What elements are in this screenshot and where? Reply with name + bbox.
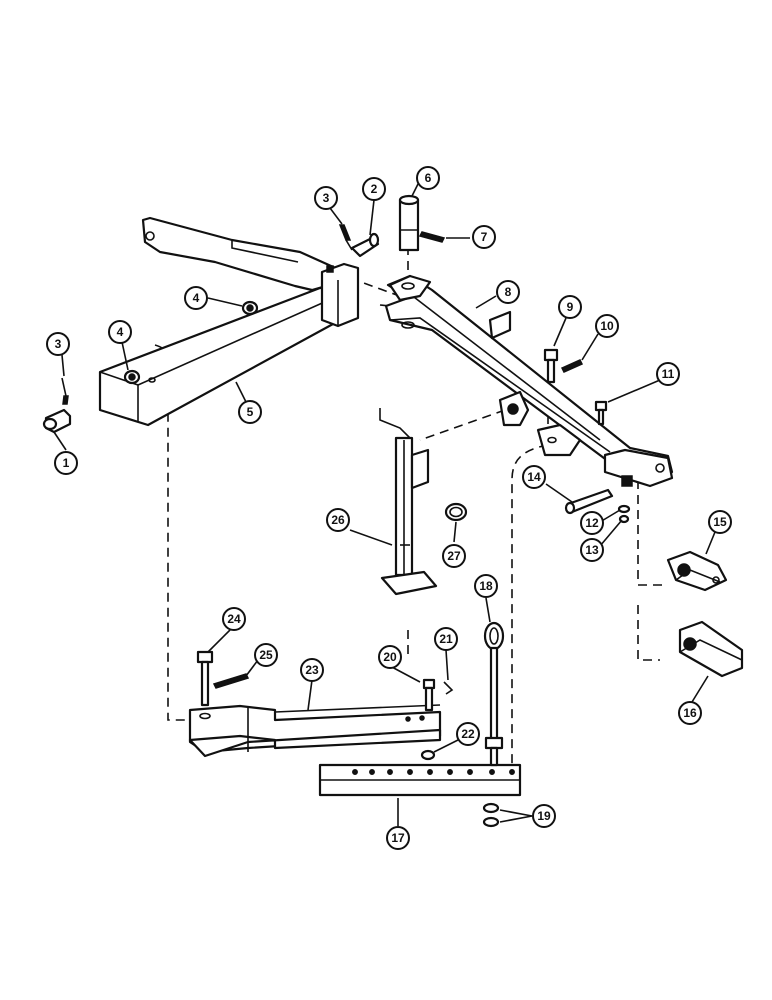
svg-text:7: 7 bbox=[481, 230, 488, 244]
svg-text:22: 22 bbox=[461, 727, 475, 741]
callout-4-left: 4 bbox=[108, 320, 132, 344]
svg-text:12: 12 bbox=[585, 516, 599, 530]
svg-text:18: 18 bbox=[479, 579, 493, 593]
svg-text:17: 17 bbox=[391, 831, 405, 845]
part-15-clevis-block bbox=[666, 550, 728, 592]
callout-2: 2 bbox=[362, 177, 386, 201]
svg-text:25: 25 bbox=[259, 648, 273, 662]
svg-text:11: 11 bbox=[662, 367, 675, 381]
svg-text:5: 5 bbox=[247, 405, 254, 419]
callout-4-mid: 4 bbox=[184, 286, 208, 310]
part-26-jack-stand bbox=[379, 408, 438, 596]
svg-text:14: 14 bbox=[527, 470, 541, 484]
svg-text:4: 4 bbox=[117, 325, 124, 339]
svg-text:21: 21 bbox=[439, 632, 453, 646]
callout-12: 12 bbox=[580, 511, 604, 535]
part-23-lower-drawbar bbox=[188, 704, 442, 758]
callout-9: 9 bbox=[558, 295, 582, 319]
svg-text:23: 23 bbox=[305, 663, 319, 677]
callout-1: 1 bbox=[54, 451, 78, 475]
callout-17: 17 bbox=[386, 826, 410, 850]
svg-text:27: 27 bbox=[447, 549, 461, 563]
part-16-clevis-block bbox=[678, 620, 744, 678]
svg-text:2: 2 bbox=[371, 182, 378, 196]
svg-text:20: 20 bbox=[383, 650, 397, 664]
callout-20: 20 bbox=[378, 645, 402, 669]
part-17-bottom-plate bbox=[318, 763, 522, 797]
callout-25: 25 bbox=[254, 643, 278, 667]
callout-23: 23 bbox=[300, 658, 324, 682]
callout-26: 26 bbox=[326, 508, 350, 532]
callout-24: 24 bbox=[222, 607, 246, 631]
svg-text:19: 19 bbox=[537, 809, 551, 823]
svg-text:15: 15 bbox=[713, 515, 727, 529]
svg-text:8: 8 bbox=[505, 285, 512, 299]
callout-21: 21 bbox=[434, 627, 458, 651]
callout-18: 18 bbox=[474, 574, 498, 598]
callout-11: 11 bbox=[656, 362, 680, 386]
callout-10: 10 bbox=[595, 314, 619, 338]
svg-text:24: 24 bbox=[227, 612, 241, 626]
svg-text:16: 16 bbox=[683, 706, 697, 720]
callout-5: 5 bbox=[238, 400, 262, 424]
callout-19: 19 bbox=[532, 804, 556, 828]
callout-3-upper: 3 bbox=[314, 186, 338, 210]
svg-text:3: 3 bbox=[55, 337, 62, 351]
svg-text:9: 9 bbox=[567, 300, 574, 314]
callouts: 1 2 3 3 4 4 5 6 7 8 9 10 11 12 13 14 15 … bbox=[46, 166, 732, 850]
svg-text:6: 6 bbox=[425, 171, 432, 185]
part-27-retaining-ring bbox=[444, 502, 468, 522]
callout-8: 8 bbox=[496, 280, 520, 304]
small-hardware bbox=[42, 194, 631, 828]
part-5-main-frame bbox=[98, 216, 360, 427]
callout-6: 6 bbox=[416, 166, 440, 190]
svg-text:10: 10 bbox=[600, 319, 614, 333]
callout-7: 7 bbox=[472, 225, 496, 249]
svg-text:4: 4 bbox=[193, 291, 200, 305]
callout-22: 22 bbox=[456, 722, 480, 746]
svg-text:26: 26 bbox=[331, 513, 345, 527]
part-8-drawbar-frame bbox=[384, 274, 674, 488]
part-18-hitch-pin bbox=[483, 621, 505, 767]
svg-text:3: 3 bbox=[323, 191, 330, 205]
callout-3-left: 3 bbox=[46, 332, 70, 356]
callout-14: 14 bbox=[522, 465, 546, 489]
leader-lines bbox=[53, 179, 716, 826]
callout-27: 27 bbox=[442, 544, 466, 568]
svg-text:13: 13 bbox=[585, 543, 599, 557]
callout-13: 13 bbox=[580, 538, 604, 562]
svg-text:1: 1 bbox=[63, 456, 70, 470]
callout-16: 16 bbox=[678, 701, 702, 725]
callout-15: 15 bbox=[708, 510, 732, 534]
